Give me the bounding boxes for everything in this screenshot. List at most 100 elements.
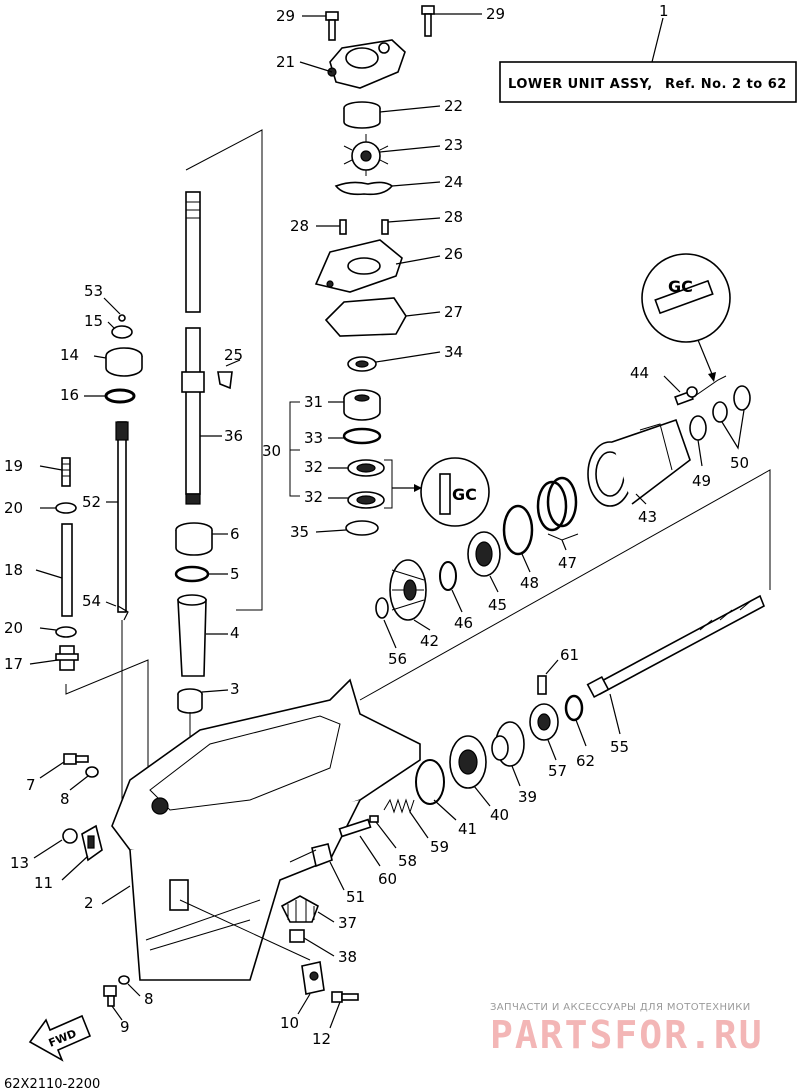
shift-cam-51 bbox=[311, 843, 333, 868]
callout-57: 57 bbox=[548, 762, 567, 780]
forward-gear-39 bbox=[491, 721, 525, 767]
pin-58 bbox=[369, 815, 379, 823]
o-ring-33 bbox=[342, 427, 382, 445]
bolt-12 bbox=[331, 991, 359, 1003]
diagram-code: 62X2110-2200 bbox=[4, 1077, 100, 1091]
oil-seal-50-b bbox=[733, 385, 751, 411]
ring-62 bbox=[564, 694, 584, 722]
callout-54: 54 bbox=[82, 592, 101, 610]
spring-59 bbox=[383, 798, 415, 814]
callout-16: 16 bbox=[60, 386, 79, 404]
callout-56: 56 bbox=[388, 650, 407, 668]
callout-25: 25 bbox=[224, 346, 243, 364]
washer-8-bottom bbox=[118, 975, 130, 985]
callout-28-right: 28 bbox=[444, 208, 463, 226]
bolt-44 bbox=[674, 386, 698, 406]
callout-29-right: 29 bbox=[486, 5, 505, 23]
svg-text:GC: GC bbox=[452, 485, 477, 504]
shift-rod bbox=[115, 421, 129, 613]
washer-15 bbox=[111, 325, 133, 339]
o-ring-47-b bbox=[546, 476, 578, 528]
bearing-3 bbox=[177, 688, 203, 714]
callout-60: 60 bbox=[378, 870, 397, 888]
callout-51: 51 bbox=[346, 888, 365, 906]
callout-50: 50 bbox=[730, 454, 749, 472]
pump-insert bbox=[343, 101, 381, 129]
drive-shaft bbox=[181, 191, 205, 505]
washer-20-top bbox=[55, 502, 77, 514]
callout-53: 53 bbox=[84, 282, 103, 300]
watermark-caption: ЗАПЧАСТИ И АКСЕССУАРЫ ДЛЯ МОТОТЕХНИКИ bbox=[490, 1002, 751, 1013]
callout-18: 18 bbox=[4, 561, 23, 579]
callout-13: 13 bbox=[10, 854, 29, 872]
seal-detail-view: GC bbox=[420, 457, 490, 527]
callout-35: 35 bbox=[290, 523, 309, 541]
callout-19: 19 bbox=[4, 457, 23, 475]
svg-text:GC: GC bbox=[668, 277, 693, 296]
circlip-53 bbox=[118, 314, 126, 322]
gc-detail-view: GC bbox=[641, 253, 731, 382]
callout-32-top: 32 bbox=[304, 458, 323, 476]
callout-46: 46 bbox=[454, 614, 473, 632]
bearing-45 bbox=[467, 531, 501, 577]
bolt-7 bbox=[63, 753, 89, 765]
pin-61 bbox=[537, 675, 547, 695]
washer-8-top bbox=[85, 766, 99, 778]
fwd-direction-arrow: FWD bbox=[28, 1014, 92, 1062]
washer-20-bottom bbox=[55, 626, 77, 638]
callout-17: 17 bbox=[4, 655, 23, 673]
callout-52: 52 bbox=[82, 493, 101, 511]
oil-seal-32-top bbox=[347, 459, 385, 477]
stud-19 bbox=[61, 457, 71, 487]
bolt-29-left bbox=[325, 11, 339, 41]
bushing-14 bbox=[105, 347, 143, 377]
callout-9: 9 bbox=[120, 1018, 130, 1036]
callout-59: 59 bbox=[430, 838, 449, 856]
callout-61: 61 bbox=[560, 646, 579, 664]
liner-4 bbox=[177, 594, 207, 677]
pump-housing bbox=[327, 39, 406, 89]
callout-36: 36 bbox=[224, 427, 243, 445]
nut-13 bbox=[62, 828, 78, 844]
outer-plate bbox=[314, 239, 403, 293]
water-tube bbox=[61, 523, 73, 617]
callout-47: 47 bbox=[558, 554, 577, 572]
lower-case-housing bbox=[111, 678, 421, 981]
callout-41: 41 bbox=[458, 820, 477, 838]
assembly-title: LOWER UNIT ASSY, bbox=[508, 77, 653, 92]
nut-38 bbox=[289, 929, 305, 943]
assembly-ref-range: Ref. No. 2 to 62 bbox=[665, 77, 787, 92]
callout-28-left: 28 bbox=[290, 217, 309, 235]
oil-seal-32-bottom bbox=[347, 491, 385, 509]
callout-22: 22 bbox=[444, 97, 463, 115]
callout-40: 40 bbox=[490, 806, 509, 824]
bushing-31 bbox=[343, 389, 381, 421]
needle-bearing-49 bbox=[689, 415, 707, 441]
bolt-9 bbox=[103, 985, 117, 1007]
callout-4: 4 bbox=[230, 624, 240, 642]
callout-21: 21 bbox=[276, 53, 295, 71]
callout-49: 49 bbox=[692, 472, 711, 490]
callout-1: 1 bbox=[659, 2, 669, 20]
callout-10: 10 bbox=[280, 1014, 299, 1032]
gasket-27 bbox=[324, 297, 407, 337]
gasket-24 bbox=[334, 181, 394, 196]
callout-62: 62 bbox=[576, 752, 595, 770]
callout-26: 26 bbox=[444, 245, 463, 263]
callout-14: 14 bbox=[60, 346, 79, 364]
woodruff-key bbox=[217, 371, 233, 390]
callout-15: 15 bbox=[84, 312, 103, 330]
washer-35 bbox=[345, 520, 379, 536]
bearing-40 bbox=[449, 735, 487, 789]
trim-tab bbox=[301, 961, 325, 995]
assembly-label: 1 LOWER UNIT ASSY, Ref. No. 2 to 62 bbox=[499, 2, 797, 103]
propeller-shaft-55 bbox=[586, 594, 766, 699]
callout-31: 31 bbox=[304, 393, 323, 411]
grommet-17 bbox=[55, 645, 79, 671]
callout-29-left: 29 bbox=[276, 7, 295, 25]
callout-20-top: 20 bbox=[4, 499, 23, 517]
callout-20-bottom: 20 bbox=[4, 619, 23, 637]
impeller bbox=[343, 134, 389, 176]
callout-45: 45 bbox=[488, 596, 507, 614]
callout-39: 39 bbox=[518, 788, 537, 806]
